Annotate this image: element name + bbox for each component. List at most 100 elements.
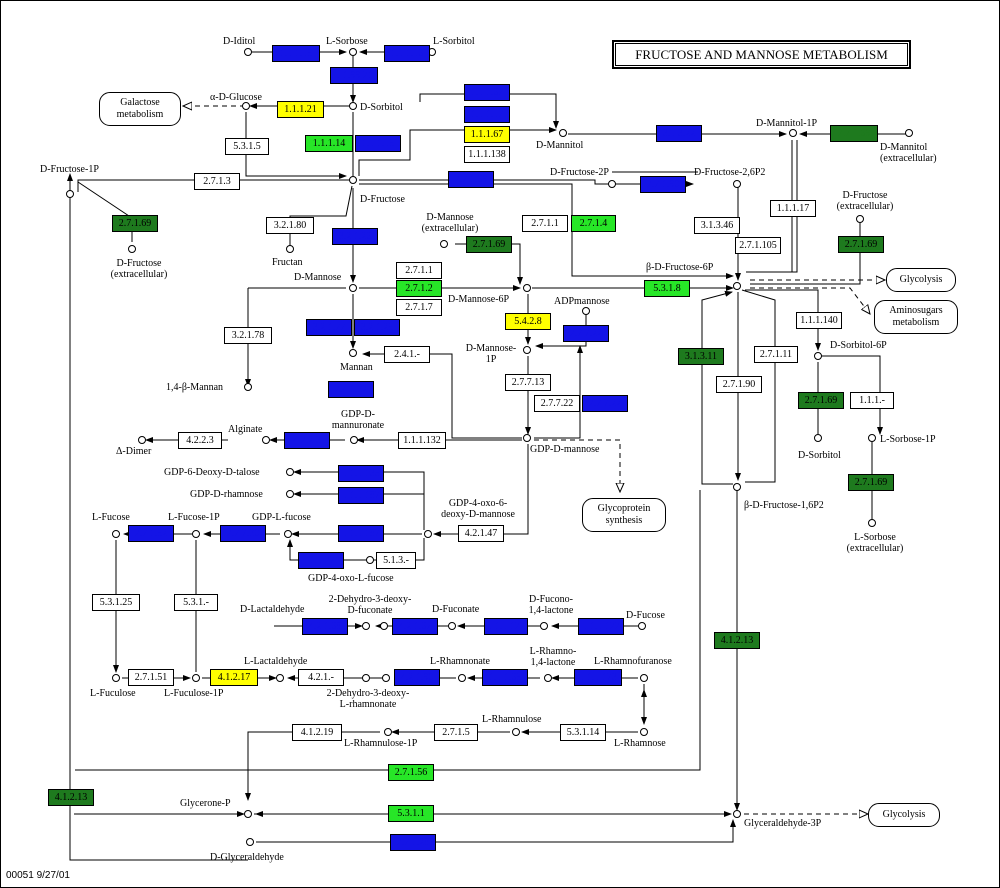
map-glycoprotein-synthesis[interactable]: Glycoprotein synthesis xyxy=(582,498,666,532)
compound-node xyxy=(380,622,388,630)
enzyme-box[interactable]: 2.7.7.22 xyxy=(563,325,609,342)
enzyme-box[interactable]: 4.2.2.3 xyxy=(178,432,222,449)
enzyme-box[interactable]: 1.1.1.173 xyxy=(574,669,622,686)
enzyme-box[interactable]: 2.7.1.4 xyxy=(571,215,616,232)
compound-label: D-Fructose(extracellular) xyxy=(110,258,168,280)
compound-label: D-Sorbitol-6P xyxy=(830,340,887,351)
enzyme-box[interactable]: 2.7.7.22 xyxy=(582,395,628,412)
map-label: Aminosugars metabolism xyxy=(889,305,943,328)
enzyme-box[interactable]: 1.1.1.187 xyxy=(338,525,384,542)
enzyme-box[interactable]: 2.7.1.3 xyxy=(194,173,240,190)
enzyme-box[interactable]: 4.1.2.17 xyxy=(210,669,258,686)
enzyme-box[interactable]: 2.7.1.2 xyxy=(396,280,442,297)
enzyme-box[interactable]: 2.7.1.69 xyxy=(848,474,894,491)
enzyme-box[interactable]: 4.1.2.19 xyxy=(292,724,342,741)
enzyme-box[interactable]: 4.2.1.67 xyxy=(392,618,438,635)
enzyme-box[interactable]: 1.1.1.138 xyxy=(464,146,510,163)
enzyme-box[interactable]: 5.3.1.1 xyxy=(388,805,434,822)
enzyme-box[interactable]: 2.7.1.69 xyxy=(830,125,878,142)
enzyme-box[interactable]: 1.1.1.65 xyxy=(482,669,528,686)
enzyme-box[interactable]: 3.2.1.25 xyxy=(354,319,400,336)
enzyme-box[interactable]: 5.3.1.5 xyxy=(225,138,269,155)
enzyme-box[interactable]: 1.1.1.122 xyxy=(578,618,624,635)
compound-label: GDP-L-fucose xyxy=(252,512,311,523)
enzyme-box[interactable]: 1.1.1.271 xyxy=(298,552,344,569)
enzyme-box[interactable]: 1.1.1.140 xyxy=(796,312,842,329)
enzyme-box[interactable]: 1.1.1.17 xyxy=(464,106,510,123)
enzyme-box[interactable]: 1.1.1.21 xyxy=(277,101,324,118)
enzyme-box[interactable]: 2.7.7.30 xyxy=(220,525,266,542)
enzyme-box[interactable]: 3.2.1.77 xyxy=(306,319,352,336)
enzyme-box[interactable]: 2.7.1.51 xyxy=(128,669,174,686)
enzyme-box[interactable]: 3.1.3.22 xyxy=(656,125,702,142)
enzyme-box[interactable]: 5.3.1.14 xyxy=(560,724,606,741)
map-aminosugars-metabolism[interactable]: Aminosugars metabolism xyxy=(874,300,958,334)
compound-label: Mannan xyxy=(340,362,373,373)
compound-label: D-Mannose xyxy=(294,272,342,283)
enzyme-box[interactable]: 2.7.1.90 xyxy=(640,176,686,193)
enzyme-box[interactable]: 2.7.1.69 xyxy=(466,236,512,253)
enzyme-box[interactable]: 2.7.1.7 xyxy=(396,299,442,316)
enzyme-box[interactable]: 5.4.2.8 xyxy=(505,313,551,330)
enzyme-box[interactable]: 2.7.1.90 xyxy=(716,376,762,393)
enzyme-box[interactable]: 4.2.1.- xyxy=(298,669,344,686)
enzyme-box[interactable]: 5.1.3.- xyxy=(376,552,416,569)
enzyme-box[interactable]: 3.2.1.78 xyxy=(224,327,272,344)
enzyme-box[interactable]: 1.1.1.15 xyxy=(272,45,320,62)
compound-label: ADPmannose xyxy=(554,296,610,307)
enzyme-box[interactable]: 3.1.3.11 xyxy=(678,348,724,365)
enzyme-box[interactable]: 3.1.3.46 xyxy=(694,217,740,234)
enzyme-box[interactable]: 2.7.7.22 xyxy=(534,395,580,412)
enzyme-box[interactable]: 5.3.1.25 xyxy=(92,594,140,611)
enzyme-box[interactable]: 2.7.1.69 xyxy=(448,171,494,188)
enzyme-box[interactable]: 4.2.2.3 xyxy=(284,432,330,449)
enzyme-box[interactable]: 2.7.1.28 xyxy=(390,834,436,851)
compound-label: D-Fucose xyxy=(626,610,665,621)
compound-node xyxy=(733,483,741,491)
enzyme-box[interactable]: 5.3.1.8 xyxy=(644,280,690,297)
enzyme-box[interactable]: 1.1.1.132 xyxy=(398,432,446,449)
enzyme-box[interactable]: 2.7.1.69 xyxy=(112,215,158,232)
enzyme-box[interactable]: 2.4.1.- xyxy=(384,346,430,363)
compound-label: D-Fructose(extracellular) xyxy=(836,190,894,212)
enzyme-box[interactable]: 2.7.1.105 xyxy=(735,237,781,254)
enzyme-box[interactable]: 4.2.1.47 xyxy=(458,525,504,542)
map-galactose-metabolism[interactable]: Galactose metabolism xyxy=(99,92,181,126)
compound-node xyxy=(286,468,294,476)
enzyme-box[interactable]: 4.1.2.13 xyxy=(714,632,760,649)
enzyme-box[interactable]: 1.1.1.15 xyxy=(355,135,401,152)
compound-node xyxy=(608,180,616,188)
enzyme-box[interactable]: 1.1.1.14 xyxy=(305,135,353,152)
map-glycolysis-bottom[interactable]: Glycolysis xyxy=(868,803,940,827)
enzyme-box[interactable]: 2.7.1.11 xyxy=(754,346,798,363)
enzyme-box[interactable]: 1.1.1.67 xyxy=(464,126,510,143)
enzyme-box[interactable]: 2.7.1.69 xyxy=(838,236,884,253)
map-glycolysis-top[interactable]: Glycolysis xyxy=(886,268,956,292)
enzyme-box[interactable]: 2.7.7.13 xyxy=(505,374,551,391)
compound-node xyxy=(242,102,250,110)
enzyme-box[interactable]: 2.7.1.1 xyxy=(396,262,442,279)
enzyme-box[interactable]: 1.1.1.135 xyxy=(338,465,384,482)
enzyme-box[interactable]: 1.1.1.187 xyxy=(338,487,384,504)
enzyme-box[interactable]: 5.3.1.- xyxy=(174,594,218,611)
enzyme-box[interactable]: 1.1.99.21 xyxy=(330,67,378,84)
enzyme-box[interactable]: 1.1.1.16 xyxy=(384,45,430,62)
compound-label: D-Fuconate xyxy=(432,604,480,615)
enzyme-box[interactable]: 1.1.1.- xyxy=(850,392,894,409)
enzyme-box[interactable]: 2.7.1.56 xyxy=(388,764,434,781)
enzyme-box[interactable]: 1.1.1.67 xyxy=(464,84,510,101)
compound-node xyxy=(349,176,357,184)
enzyme-box[interactable]: 4.2.1.90 xyxy=(394,669,440,686)
enzyme-box[interactable]: 1.1.1.122 xyxy=(484,618,528,635)
enzyme-box[interactable]: 2.7.1.5 xyxy=(434,724,478,741)
enzyme-box[interactable]: 1.1.1.17 xyxy=(770,200,816,217)
enzyme-box[interactable]: 4.2.1.68 xyxy=(302,618,348,635)
enzyme-box[interactable]: 2.7.1.69 xyxy=(798,392,844,409)
enzyme-box[interactable]: 2.7.1.52 xyxy=(128,525,174,542)
enzyme-box[interactable]: 4.1.2.13 xyxy=(48,789,94,806)
enzyme-box[interactable]: 2.7.1.1 xyxy=(522,215,568,232)
enzyme-box[interactable]: 3.2.1.80 xyxy=(266,217,314,234)
compound-label: L-Lactaldehyde xyxy=(244,656,308,667)
enzyme-box[interactable]: 2.4.1.32 xyxy=(328,381,374,398)
enzyme-box[interactable]: 3.2.1.26 xyxy=(332,228,378,245)
